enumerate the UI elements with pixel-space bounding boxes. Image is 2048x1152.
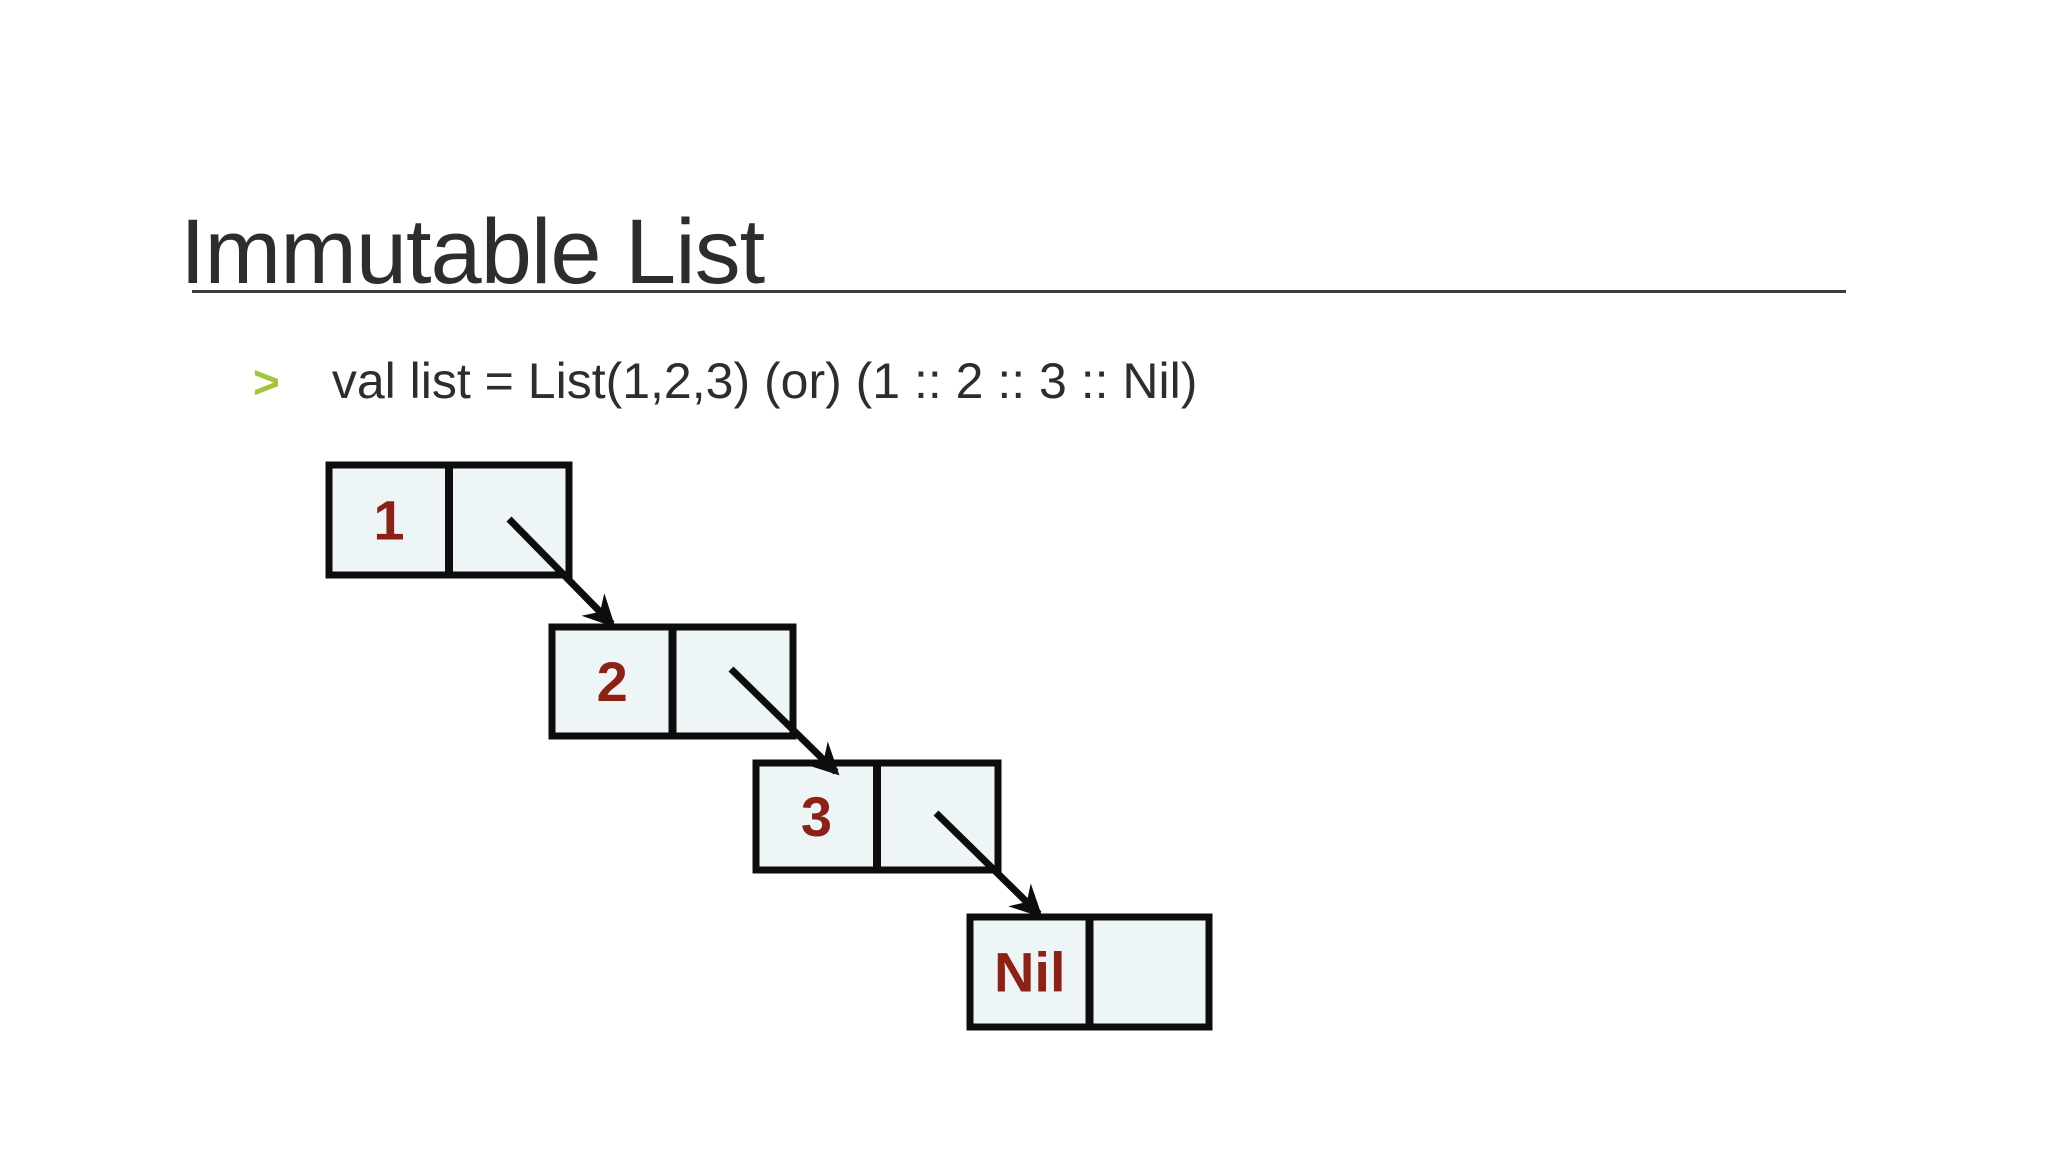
bullet-item: > val list = List(1,2,3) (or) (1 :: 2 ::… [253, 352, 1197, 410]
list-node-2: 2 [548, 623, 797, 740]
pointer-arrow-1-to-2 [506, 516, 616, 628]
pointer-arrow-2-to-3 [728, 666, 840, 776]
node-value-label: 2 [597, 650, 628, 713]
title-divider-line [192, 290, 1846, 293]
bullet-chevron-icon: > [253, 356, 280, 408]
pointer-arrow-3-to-nil [933, 810, 1043, 918]
node-value-label: 3 [801, 785, 832, 848]
node-value-label: 1 [373, 489, 404, 552]
node-value-label: Nil [994, 941, 1066, 1004]
list-node-1: 1 [325, 461, 573, 579]
list-node-nil: Nil [966, 913, 1213, 1031]
list-node-3: 3 [752, 759, 1002, 874]
bullet-text: val list = List(1,2,3) (or) (1 :: 2 :: 3… [331, 353, 1198, 409]
slide-title: Immutable List [180, 200, 765, 303]
